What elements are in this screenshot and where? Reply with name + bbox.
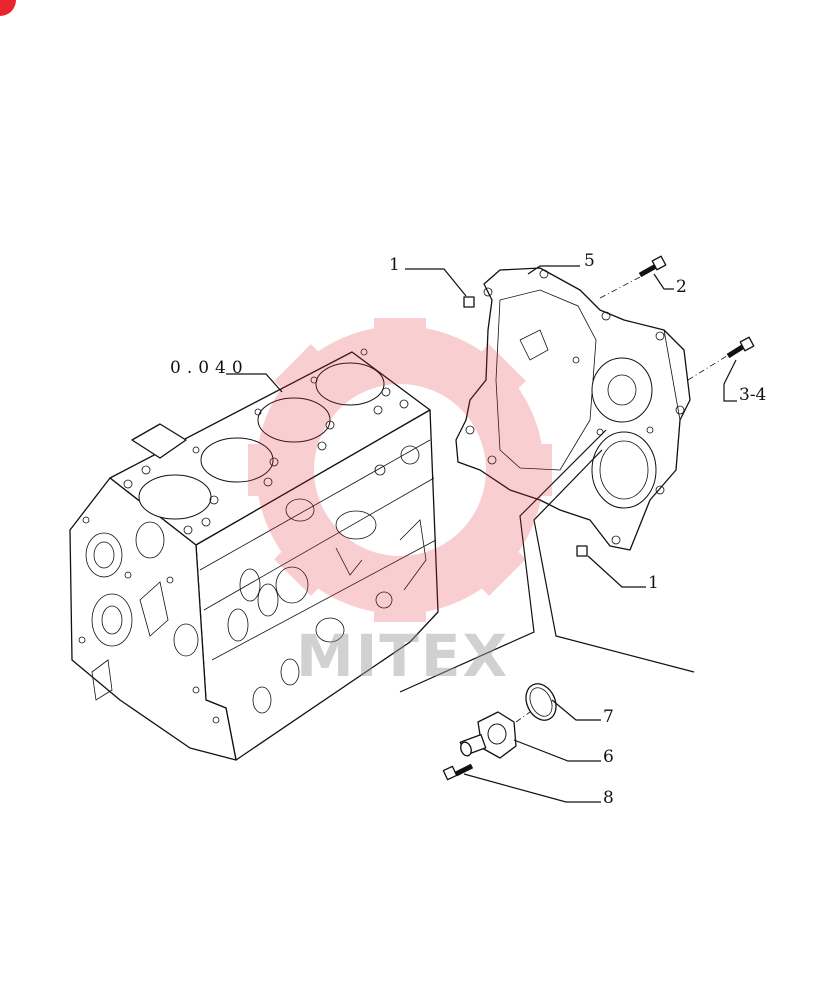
fitting-6 xyxy=(459,711,517,759)
o-ring-7 xyxy=(525,683,557,721)
callout-5: 5 xyxy=(584,251,595,271)
bolt-3-4 xyxy=(726,336,755,359)
bolt-2 xyxy=(638,255,667,278)
timing-gear-cover xyxy=(455,267,691,551)
plug-lower xyxy=(576,545,588,557)
callout-8: 8 xyxy=(603,788,614,808)
plug-upper xyxy=(463,296,475,308)
bolt-8 xyxy=(442,763,474,781)
leaders xyxy=(226,265,737,803)
callout-1-lower: 1 xyxy=(648,573,659,593)
callout-6: 6 xyxy=(603,747,614,767)
watermark-gear-icon xyxy=(248,318,552,622)
callout-2: 2 xyxy=(676,277,687,297)
corner-badge xyxy=(0,0,16,16)
watermark xyxy=(248,318,552,622)
callout-1-upper: 1 xyxy=(389,255,400,275)
engine-block xyxy=(69,348,439,761)
watermark-text: MITEX xyxy=(296,622,509,690)
callout-3-4: 3-4 xyxy=(739,385,766,405)
callout-7: 7 xyxy=(603,707,614,727)
reference-code-label: 0.040 xyxy=(170,358,249,378)
